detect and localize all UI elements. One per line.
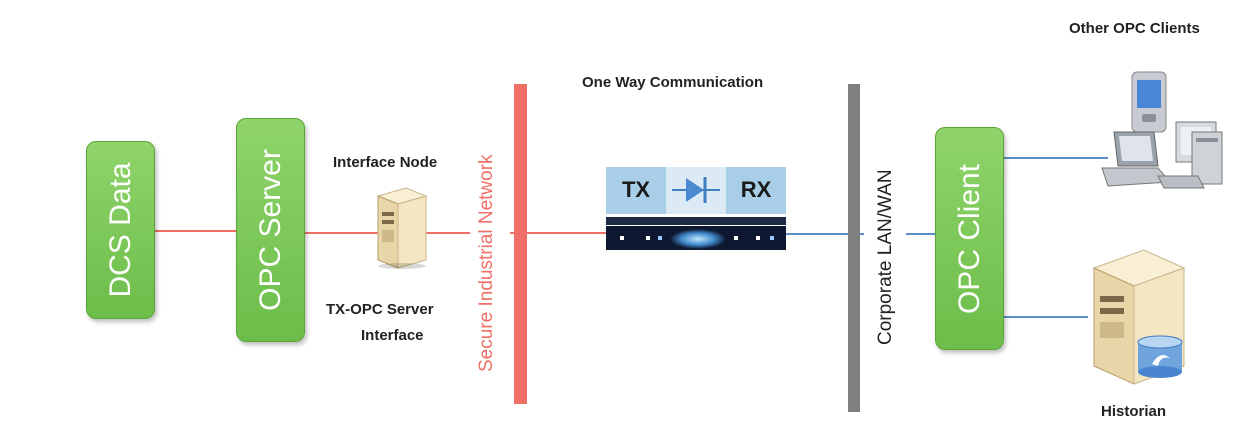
link-opc-client-other-clients (1002, 157, 1108, 159)
link-interface-node-diode (510, 232, 608, 234)
historian-server-icon (1092, 249, 1186, 385)
interface-node-server-icon (376, 187, 428, 269)
tx-opc-caption-line2: Interface (361, 327, 424, 344)
other-opc-clients-icon (1101, 71, 1223, 189)
opc-server-label: OPC Server (253, 149, 287, 311)
diode-arrow-icon (666, 167, 726, 214)
secure-network-bar (514, 84, 527, 404)
other-clients-caption: Other OPC Clients (1069, 20, 1200, 37)
tx-box: TX (606, 167, 666, 214)
opc-client-label: OPC Client (952, 163, 986, 314)
interface-node-caption: Interface Node (333, 154, 438, 171)
link-diode-corporate (786, 233, 864, 235)
rx-box: RX (726, 167, 786, 214)
tx-opc-caption-line1: TX-OPC Server (326, 301, 434, 318)
opc-client-box: OPC Client (935, 127, 1004, 350)
corporate-network-label: Corporate LAN/WAN (875, 169, 896, 345)
dcs-data-box: DCS Data (86, 141, 155, 319)
tx-label: TX (621, 177, 651, 202)
link-opc-client-historian (1002, 316, 1088, 318)
opc-server-box: OPC Server (236, 118, 305, 342)
link-dcs-opc-server (154, 230, 238, 232)
one-way-caption: One Way Communication (582, 74, 764, 91)
corporate-network-bar (848, 84, 860, 412)
link-corporate-opc-client (906, 233, 938, 235)
secure-network-label: Secure Industrial Network (476, 154, 497, 372)
dcs-data-label: DCS Data (103, 162, 137, 298)
historian-caption: Historian (1101, 403, 1167, 420)
diode-device-panel (606, 226, 786, 250)
diode-device-strip (606, 217, 786, 225)
rx-label: RX (740, 177, 772, 202)
